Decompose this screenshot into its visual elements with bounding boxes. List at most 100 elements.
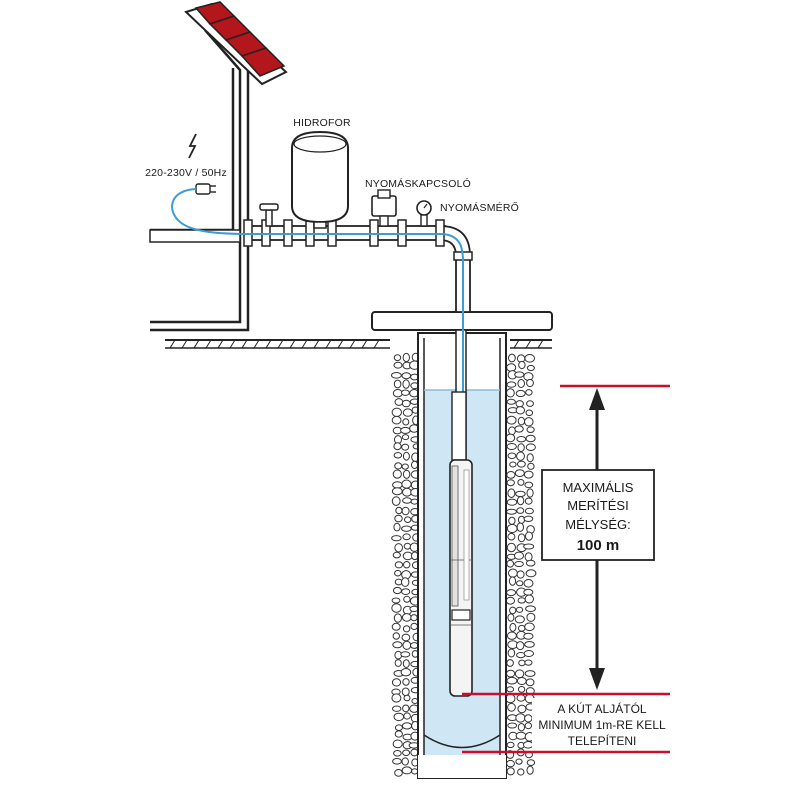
gravel-stone: [524, 417, 534, 427]
gravel-stone: [507, 488, 516, 499]
pressure-switch: NYOMÁSKAPCSOLÓ: [365, 177, 471, 227]
gravel-stone: [516, 522, 524, 532]
arrow-up-icon: [589, 388, 605, 410]
gravel-stone: [515, 389, 526, 398]
gravel-stone: [506, 443, 517, 450]
gravel-stone: [523, 588, 534, 596]
gravel-stone: [392, 389, 403, 398]
gravel-stone: [394, 730, 403, 738]
gravel-stone: [506, 741, 515, 749]
gravel-stone: [506, 559, 515, 568]
gravel-stone: [517, 597, 526, 604]
gravel-stone: [525, 434, 536, 443]
gravel-stone: [525, 678, 535, 687]
gravel-stone: [524, 507, 534, 515]
power-cable: [171, 188, 464, 470]
gravel-stone: [400, 426, 411, 434]
gravel-stone: [507, 702, 516, 712]
gravel-stone: [402, 749, 411, 757]
gravel-stone: [505, 433, 516, 443]
gravel-stone: [410, 614, 418, 622]
gravel-stone: [391, 372, 402, 379]
gravel-stone: [508, 353, 516, 363]
gravel-stone: [526, 765, 534, 775]
gravel-stone: [401, 434, 410, 441]
gravel-stone: [515, 406, 525, 415]
gravel-stone: [525, 559, 536, 567]
gravel-stone: [523, 741, 534, 749]
gravel-stone: [515, 606, 524, 613]
gravel-stone: [401, 389, 410, 396]
gravel-stone: [392, 469, 402, 479]
gravel-stone: [400, 668, 412, 677]
gravel-stone: [402, 379, 410, 389]
gravel-stone: [507, 532, 516, 541]
gravel-stone: [506, 589, 517, 597]
gravel-stone: [401, 506, 410, 516]
gravel-stone: [514, 469, 525, 478]
gravel-stone: [517, 704, 527, 714]
pressure-switch-label: NYOMÁSKAPCSOLÓ: [365, 177, 471, 190]
gravel-stone: [517, 768, 525, 776]
valve-icon: [259, 203, 279, 227]
gravel-stone: [400, 651, 411, 658]
gravel-stone: [526, 488, 534, 498]
gravel-stone: [401, 479, 412, 489]
gravel-stone: [394, 769, 403, 777]
gravel-stone: [392, 739, 403, 749]
gravel-stone: [392, 586, 402, 595]
gravel-stone: [526, 453, 534, 463]
gravel-stone: [526, 400, 534, 407]
gravel-stone: [514, 371, 525, 378]
max-depth-box: [541, 469, 655, 561]
gravel-stone: [518, 659, 526, 667]
gravel-stone: [506, 686, 515, 693]
gravel-stone: [394, 659, 402, 667]
gravel-stone: [401, 722, 413, 730]
gravel-stone: [410, 642, 419, 649]
gravel-stone: [402, 451, 410, 461]
gravel-stone: [506, 398, 516, 405]
gravel-stone: [506, 523, 518, 534]
gravel-stone: [524, 670, 536, 677]
gravel-stone: [525, 531, 533, 541]
gravel-stone: [516, 507, 525, 514]
gravel-stone: [506, 659, 514, 667]
gravel-stone: [393, 613, 402, 623]
bottom-note-line-3: TELEPÍTENI: [568, 733, 637, 748]
gravel-stone: [516, 580, 524, 587]
gravel-stone: [518, 360, 526, 370]
gravel-stone: [394, 543, 404, 553]
gravel-stone: [524, 354, 536, 363]
depth-annotation: MAXIMÁLIS MERÍTÉSI MÉLYSÉG: 100 m A KÚT …: [462, 384, 672, 754]
gravel-stone: [394, 514, 403, 523]
max-depth-line-3: MÉLYSÉG:: [565, 517, 631, 532]
gravel-stone: [391, 535, 402, 542]
gravel-stone: [401, 443, 410, 451]
power-supply: 220-230V / 50Hz: [145, 133, 464, 470]
gravel-stone: [506, 767, 515, 776]
gravel-stone: [524, 594, 534, 604]
gravel-stone: [410, 622, 419, 631]
gravel-stone: [506, 388, 515, 398]
gravel-stone: [404, 516, 412, 524]
gravel-stone: [506, 381, 517, 388]
gravel-stone: [516, 496, 525, 506]
gravel-stone: [394, 724, 403, 732]
bottom-note-line-1: A KÚT ALJÁTÓL: [557, 701, 646, 716]
gravel-stone: [516, 436, 527, 443]
gravel-stone: [391, 597, 401, 604]
gravel-stone: [526, 364, 535, 372]
gravel-stone: [401, 613, 412, 622]
gravel-stone: [507, 452, 517, 460]
gravel-stone: [401, 757, 409, 766]
gravel-stone: [506, 498, 518, 506]
gravel-stone: [392, 481, 403, 489]
gravel-stone: [517, 379, 526, 388]
gravel-stone: [403, 712, 411, 720]
gravel-stone: [402, 469, 411, 479]
gravel-stone: [514, 561, 524, 567]
gravel-stone: [393, 712, 405, 722]
gravel-stone: [506, 669, 516, 678]
